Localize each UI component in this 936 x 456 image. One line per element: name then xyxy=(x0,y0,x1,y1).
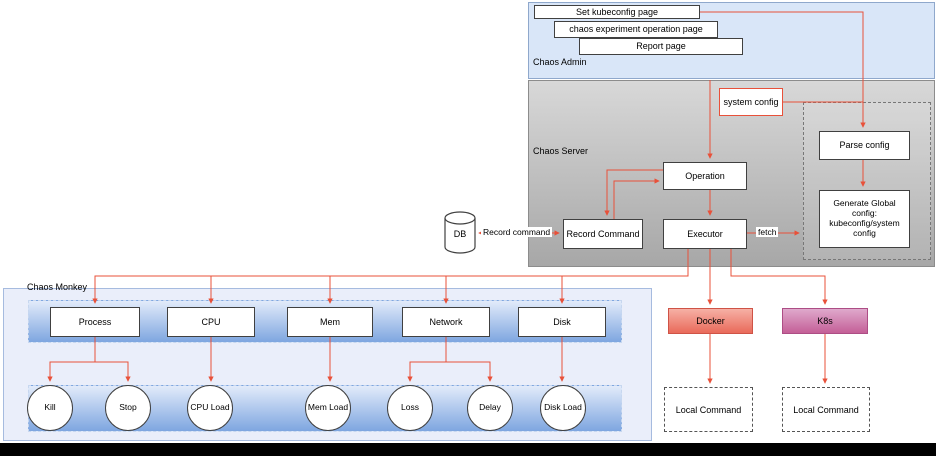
node-stop: Stop xyxy=(105,385,151,431)
chaos-admin-label: Chaos Admin xyxy=(533,57,587,67)
node-local-command-k8s: Local Command xyxy=(782,387,870,432)
node-kill: Kill xyxy=(27,385,73,431)
node-docker: Docker xyxy=(668,308,753,334)
chaos-server-label: Chaos Server xyxy=(533,146,589,156)
chaos-monkey-label: Chaos Monkey xyxy=(27,282,88,292)
node-system-config: system config xyxy=(719,88,783,116)
node-record-command: Record Command xyxy=(563,219,643,249)
node-process: Process xyxy=(50,307,140,337)
node-disk: Disk xyxy=(518,307,606,337)
node-parse-config: Parse config xyxy=(819,131,910,160)
db-cylinder-icon xyxy=(444,211,476,254)
node-generate-global-config: Generate Global config: kubeconfig/syste… xyxy=(819,190,910,248)
node-chaos-experiment-operation-page: chaos experiment operation page xyxy=(554,21,718,38)
node-db-label: DB xyxy=(453,229,467,239)
edge-label-record-command: Record command xyxy=(481,227,553,237)
node-mem: Mem xyxy=(287,307,373,337)
bottom-black-bar xyxy=(0,443,936,456)
node-executor: Executor xyxy=(663,219,747,249)
node-local-command-docker: Local Command xyxy=(664,387,753,432)
node-set-kubeconfig-page: Set kubeconfig page xyxy=(534,5,700,19)
node-network: Network xyxy=(402,307,490,337)
edge-label-fetch: fetch xyxy=(756,227,779,237)
node-disk-load: Disk Load xyxy=(540,385,586,431)
node-delay: Delay xyxy=(467,385,513,431)
node-operation: Operation xyxy=(663,162,747,190)
node-loss: Loss xyxy=(387,385,433,431)
node-report-page: Report page xyxy=(579,38,743,55)
node-cpu-load: CPU Load xyxy=(187,385,233,431)
node-mem-load: Mem Load xyxy=(305,385,351,431)
node-cpu: CPU xyxy=(167,307,255,337)
node-k8s: K8s xyxy=(782,308,868,334)
